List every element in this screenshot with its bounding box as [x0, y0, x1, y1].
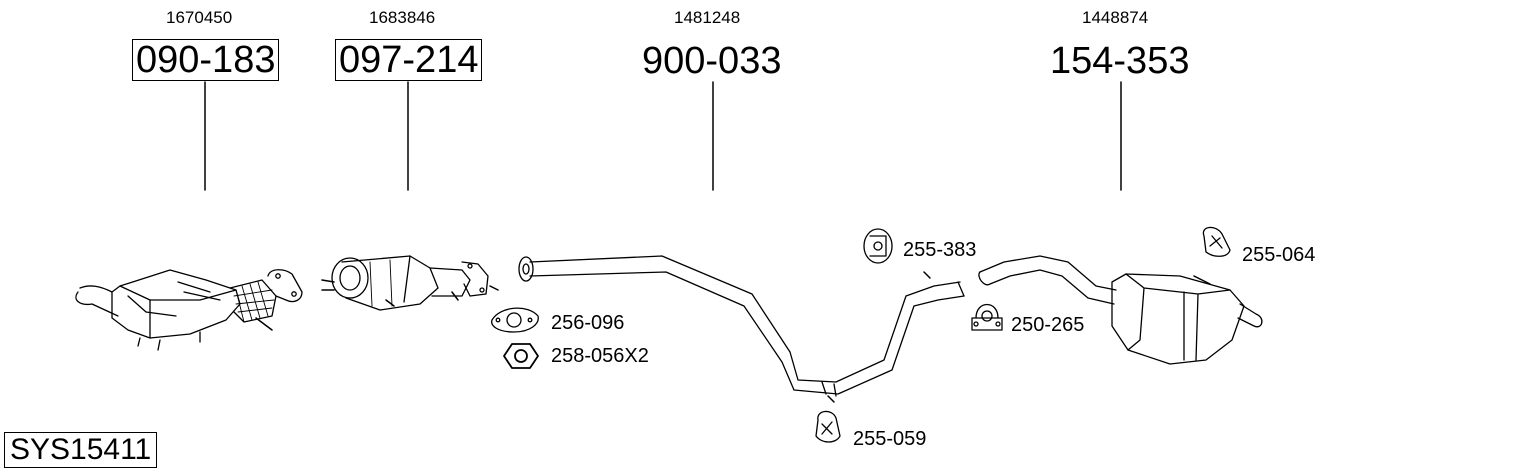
oe-number: 1448874: [1082, 8, 1149, 27]
catalytic-converter-icon: [75, 269, 303, 351]
pipe-clamp-icon: [971, 303, 1003, 331]
accessory-label[interactable]: 258-056X2: [551, 345, 649, 367]
center-pipe-icon: [518, 255, 965, 403]
hex-nut-icon: [503, 343, 539, 369]
part-number-link[interactable]: 097-214: [335, 39, 483, 81]
oe-number: 1670450: [166, 8, 233, 27]
rubber-mount-icon: [1202, 226, 1231, 257]
rubber-mount-icon: [815, 410, 841, 443]
leader-lines: [204, 81, 1122, 191]
diesel-particulate-filter-icon: [321, 255, 499, 311]
system-id: SYS15411: [4, 432, 158, 468]
accessory-label[interactable]: 255-064: [1242, 244, 1316, 266]
part-number-link[interactable]: 090-183: [132, 39, 280, 81]
accessory-label[interactable]: 255-059: [853, 428, 927, 450]
gasket-icon: [491, 307, 539, 333]
accessory-label[interactable]: 250-265: [1011, 314, 1085, 336]
oe-number: 1481248: [674, 8, 741, 27]
accessory-label[interactable]: 255-383: [903, 239, 977, 261]
oe-number: 1683846: [369, 8, 436, 27]
accessory-label[interactable]: 256-096: [551, 312, 625, 334]
part-number-link[interactable]: 154-353: [1050, 40, 1190, 82]
rear-silencer-icon: [978, 255, 1263, 365]
part-number-link[interactable]: 900-033: [642, 40, 782, 82]
rubber-hanger-icon: [863, 228, 893, 264]
